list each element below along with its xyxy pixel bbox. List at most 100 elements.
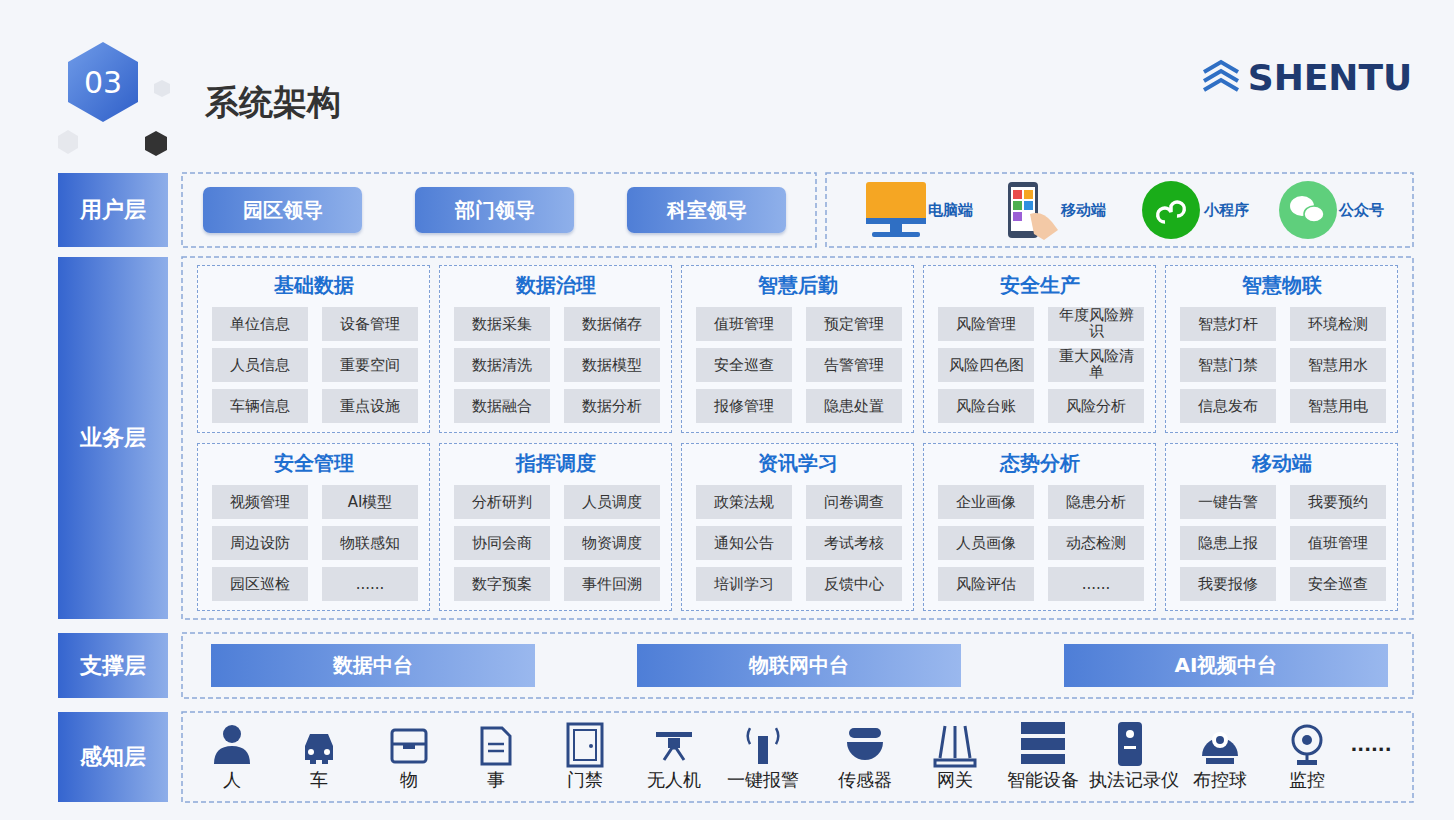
node-text: 人员调度: [582, 494, 642, 511]
platform-bar: 数据中台: [211, 644, 535, 687]
function-box: 数据模型: [564, 348, 660, 382]
node-text: 报修管理: [714, 398, 774, 415]
sensor-label: 无人机: [647, 768, 701, 792]
node-text: 安全管理: [198, 450, 429, 477]
layer-label: 感知层: [58, 712, 168, 802]
node-text: 安全巡查: [1308, 576, 1368, 593]
node-text: 单位信息: [230, 316, 290, 333]
node-text: 隐患处置: [824, 398, 884, 415]
function-box: 园区巡检: [212, 567, 308, 601]
function-box: 安全巡查: [1290, 567, 1386, 601]
layer-label: 用户层: [58, 173, 168, 247]
function-box: 隐患分析: [1048, 485, 1144, 519]
platform-bar: 物联网中台: [637, 644, 961, 687]
function-box: 数字预案: [454, 567, 550, 601]
role-button: 科室领导: [627, 187, 786, 233]
sensor-label: 事: [487, 768, 505, 792]
node-text: AI模型: [348, 494, 393, 511]
node-text: ......: [356, 576, 385, 593]
node-text: 安全生产: [924, 272, 1155, 299]
node-text: 智慧后勤: [682, 272, 913, 299]
sensor-label: 一键报警: [727, 768, 799, 792]
node-text: 部门领导: [455, 197, 535, 224]
node-text: 风险管理: [956, 316, 1016, 333]
node-text: 资讯学习: [682, 450, 913, 477]
sensor-label: 网关: [937, 768, 973, 792]
sensor-icons: [214, 722, 1321, 766]
node-text: 感知层: [80, 742, 146, 772]
node-text: 数据中台: [333, 652, 413, 679]
function-box: 周边设防: [212, 526, 308, 560]
sensor-label: 布控球: [1193, 768, 1247, 792]
sensor-label: 执法记录仪: [1089, 768, 1179, 792]
sensor-label: 物: [400, 768, 418, 792]
function-box: 人员信息: [212, 348, 308, 382]
function-box: 人员画像: [938, 526, 1034, 560]
sensor-label: 人: [223, 768, 241, 792]
node-text: 园区领导: [243, 197, 323, 224]
node-text: 重要空间: [340, 357, 400, 374]
function-box: 我要报修: [1180, 567, 1276, 601]
sensor-label: 门禁: [567, 768, 603, 792]
node-text: 数据融合: [472, 398, 532, 415]
function-box: 值班管理: [696, 307, 792, 341]
node-text: 视频管理: [230, 494, 290, 511]
function-box: 单位信息: [212, 307, 308, 341]
page-title: 系统架构: [205, 80, 341, 126]
function-box: 通知公告: [696, 526, 792, 560]
function-box: 风险分析: [1048, 389, 1144, 423]
module-box: 指挥调度分析研判人员调度协同会商物资调度数字预案事件回溯: [439, 443, 672, 611]
node-text: 指挥调度: [440, 450, 671, 477]
sensor-label: 监控: [1289, 768, 1325, 792]
function-box: 信息发布: [1180, 389, 1276, 423]
function-box: 报修管理: [696, 389, 792, 423]
node-text: 我要预约: [1308, 494, 1368, 511]
node-text: 年度风险辨识: [1052, 308, 1140, 340]
node-text: 园区巡检: [230, 576, 290, 593]
function-box: ......: [1048, 567, 1144, 601]
function-box: 重点设施: [322, 389, 418, 423]
node-text: 智慧用电: [1308, 398, 1368, 415]
node-text: 风险台账: [956, 398, 1016, 415]
logo-mark: [1204, 62, 1238, 90]
module-box: 基础数据单位信息设备管理人员信息重要空间车辆信息重点设施: [197, 265, 430, 433]
terminal-label: 移动端: [1061, 201, 1106, 220]
node-text: 数据分析: [582, 398, 642, 415]
node-text: 考试考核: [824, 535, 884, 552]
function-box: 培训学习: [696, 567, 792, 601]
node-text: 风险分析: [1066, 398, 1126, 415]
node-text: 风险四色图: [949, 357, 1024, 374]
function-box: 分析研判: [454, 485, 550, 519]
node-text: 值班管理: [1308, 535, 1368, 552]
function-box: 设备管理: [322, 307, 418, 341]
node-text: 数据采集: [472, 316, 532, 333]
function-box: 智慧用水: [1290, 348, 1386, 382]
role-button: 部门领导: [415, 187, 574, 233]
function-box: 物联感知: [322, 526, 418, 560]
module-box: 智慧物联智慧灯杆环境检测智慧门禁智慧用水信息发布智慧用电: [1165, 265, 1398, 433]
node-text: 重大风险清单: [1052, 349, 1140, 381]
node-text: 车辆信息: [230, 398, 290, 415]
function-box: 车辆信息: [212, 389, 308, 423]
node-text: 值班管理: [714, 316, 774, 333]
module-box: 资讯学习政策法规问卷调查通知公告考试考核培训学习反馈中心: [681, 443, 914, 611]
node-text: 科室领导: [667, 197, 747, 224]
node-text: 动态检测: [1066, 535, 1126, 552]
node-text: 数据储存: [582, 316, 642, 333]
module-box: 移动端一键告警我要预约隐患上报值班管理我要报修安全巡查: [1165, 443, 1398, 611]
function-box: 隐患上报: [1180, 526, 1276, 560]
node-text: 用户层: [80, 195, 146, 225]
function-box: 预定管理: [806, 307, 902, 341]
sensor-label: 车: [310, 768, 328, 792]
function-box: 年度风险辨识: [1048, 307, 1144, 341]
node-text: 支撑层: [80, 651, 146, 681]
function-box: 风险台账: [938, 389, 1034, 423]
node-text: 数字预案: [472, 576, 532, 593]
node-text: 人员画像: [956, 535, 1016, 552]
node-text: 态势分析: [924, 450, 1155, 477]
node-text: 物联网中台: [749, 652, 849, 679]
function-box: 人员调度: [564, 485, 660, 519]
node-text: 数据治理: [440, 272, 671, 299]
function-box: 风险评估: [938, 567, 1034, 601]
sensor-label: 传感器: [838, 768, 892, 792]
